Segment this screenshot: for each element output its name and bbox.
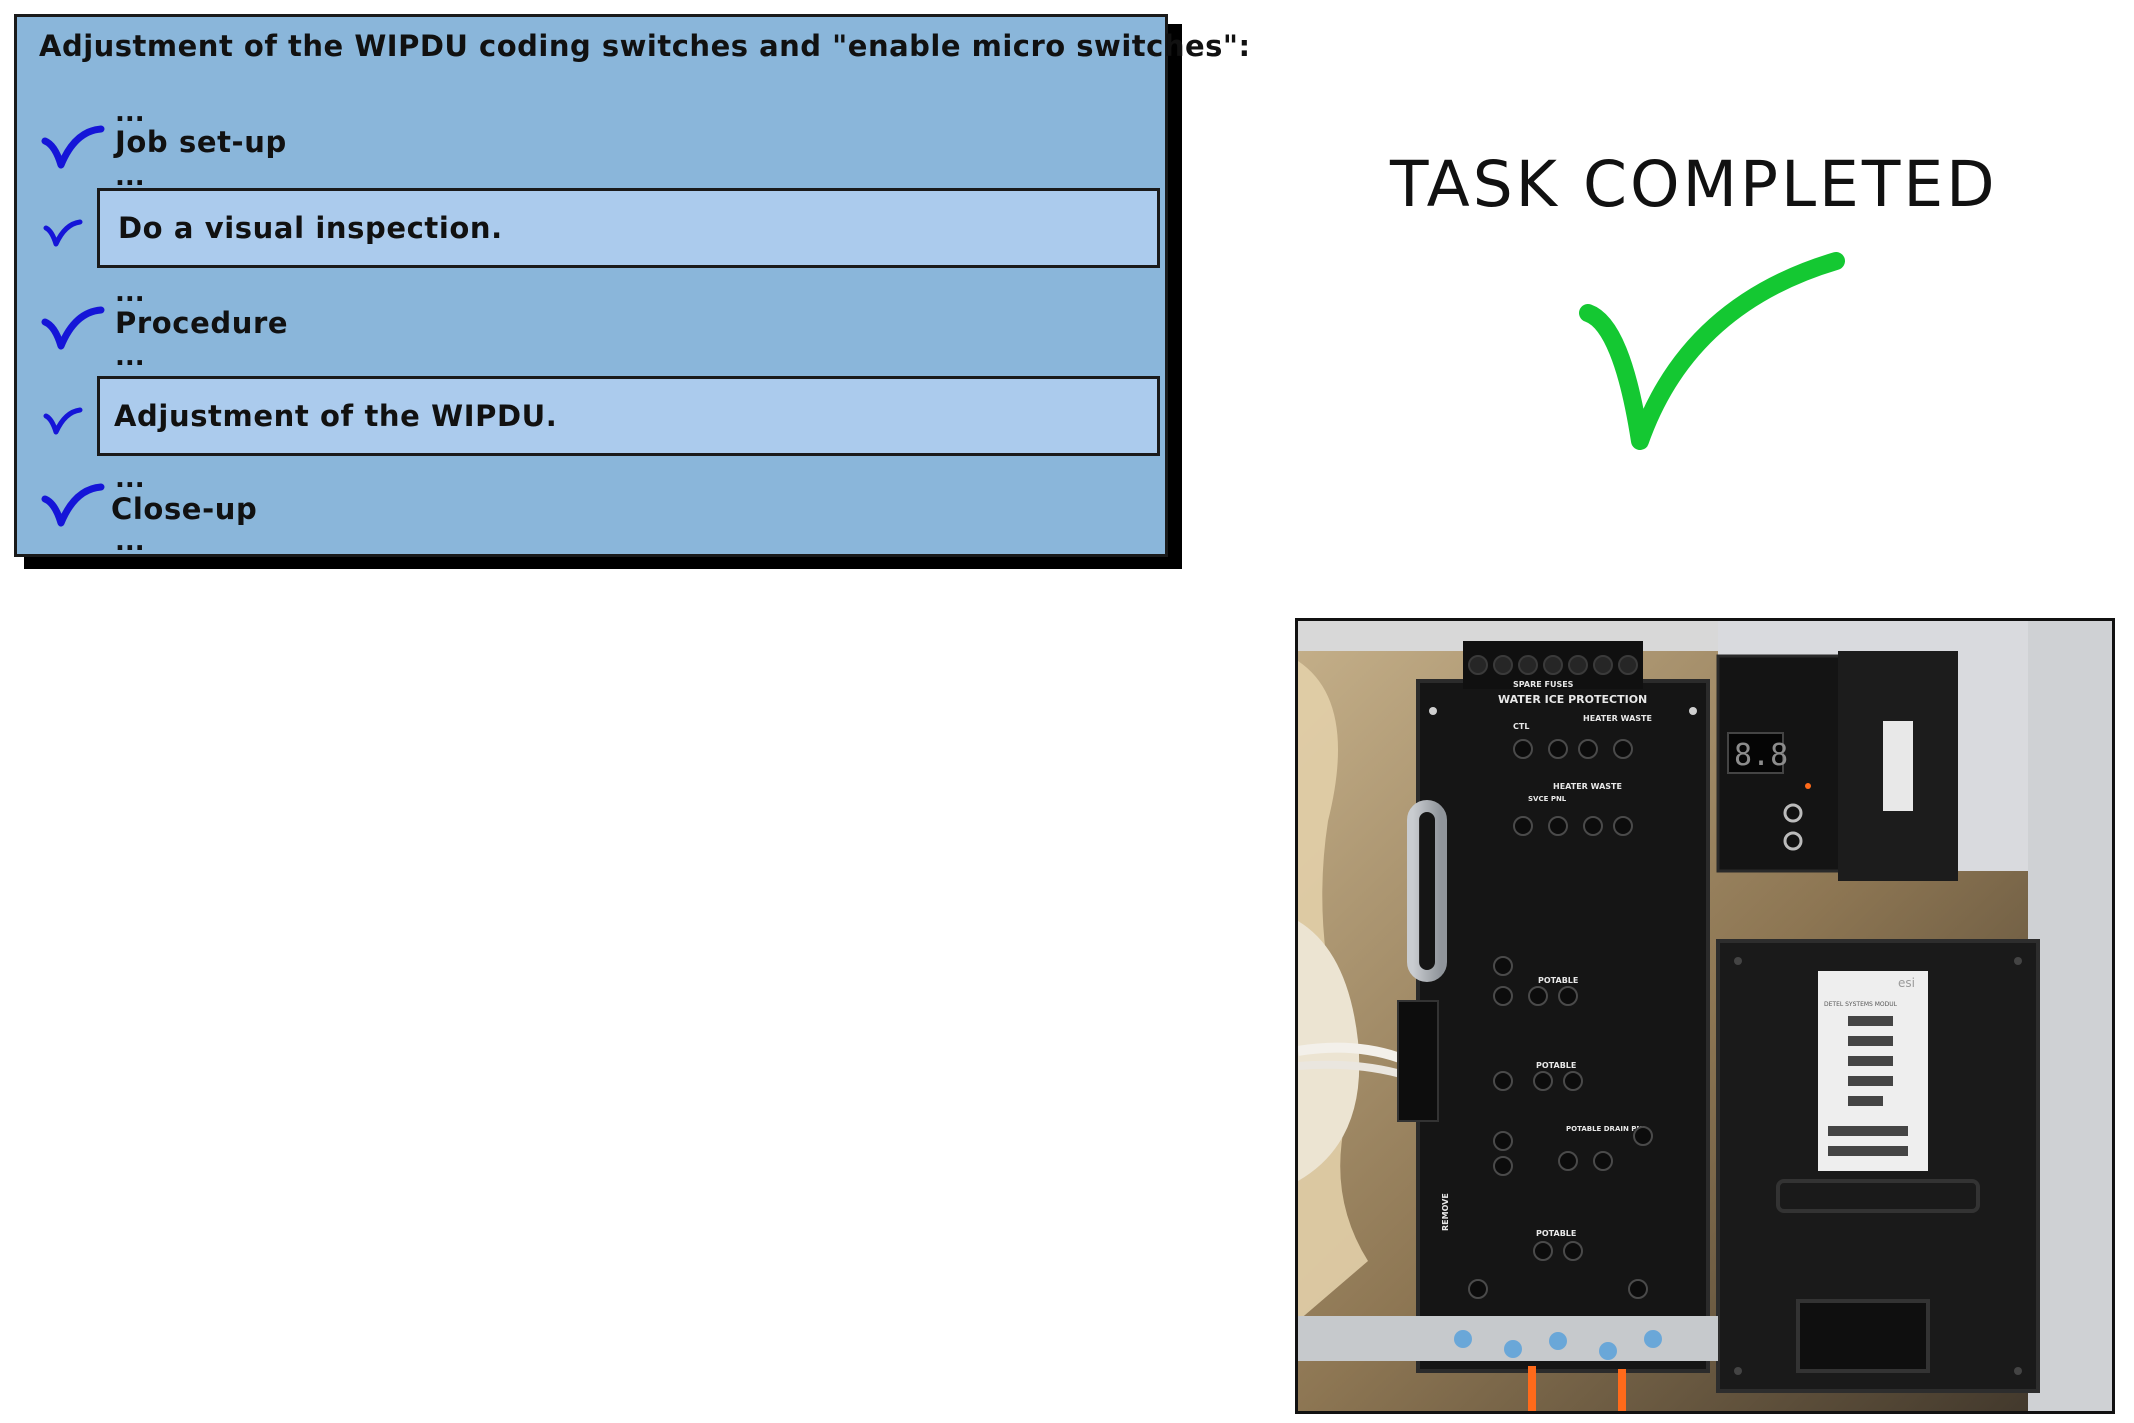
substep-label: Do a visual inspection. — [118, 211, 503, 245]
substep-adjustment-wipdu[interactable]: Adjustment of the WIPDU. — [97, 376, 1160, 456]
panel-label-water-ice: WATER ICE PROTECTION — [1498, 693, 1647, 706]
panel-label-spare-fuses: SPARE FUSES — [1513, 680, 1574, 689]
checkmark-icon — [41, 306, 105, 350]
substep-label: Adjustment of the WIPDU. — [114, 399, 558, 433]
checkmark-icon — [41, 483, 105, 527]
panel-label-heater-waste: HEATER WASTE — [1583, 714, 1652, 723]
step-close-up[interactable]: Close-up — [111, 492, 258, 526]
unit-brand: esi — [1898, 976, 1915, 990]
task-panel: Adjustment of the WIPDU coding switches … — [14, 14, 1250, 557]
panel-label-svce-pnl: SVCE PNL — [1528, 795, 1567, 803]
step-job-setup[interactable]: Job set-up — [115, 125, 287, 159]
panel-label-ctl: CTL — [1513, 722, 1529, 731]
panel-label-heater-waste-2: HEATER WASTE — [1553, 782, 1622, 791]
checkmark-icon — [41, 125, 105, 169]
checkmark-icon — [43, 407, 83, 435]
ellipsis: ... — [115, 342, 145, 372]
unit-text: DETEL SYSTEMS MODUL — [1824, 1001, 1898, 1008]
panel-label-potable-drain: POTABLE DRAIN PNL — [1566, 1125, 1647, 1133]
ellipsis: ... — [115, 278, 145, 308]
step-procedure[interactable]: Procedure — [115, 306, 289, 340]
panel-label-potable-1: POTABLE — [1538, 976, 1578, 985]
task-completed-title: TASK COMPLETED — [1390, 148, 1998, 221]
panel-label-potable-3: POTABLE — [1536, 1229, 1576, 1238]
panel-label-remove: REMOVE — [1441, 1193, 1450, 1231]
checkmark-icon — [43, 219, 83, 247]
checkmark-icon — [1579, 252, 1845, 450]
ellipsis: ... — [115, 464, 145, 494]
panel-label-potable-2: POTABLE — [1536, 1061, 1576, 1070]
task-panel-title: Adjustment of the WIPDU coding switches … — [39, 29, 1251, 63]
ellipsis: ... — [115, 162, 145, 192]
equipment-photo: SPARE FUSES WATER ICE PROTECTION HEATER … — [1295, 618, 2115, 1414]
ellipsis: ... — [115, 98, 145, 128]
substep-visual-inspection[interactable]: Do a visual inspection. — [97, 188, 1160, 268]
display-readout: 8.8 — [1734, 738, 1788, 773]
ellipsis: ... — [115, 527, 145, 557]
